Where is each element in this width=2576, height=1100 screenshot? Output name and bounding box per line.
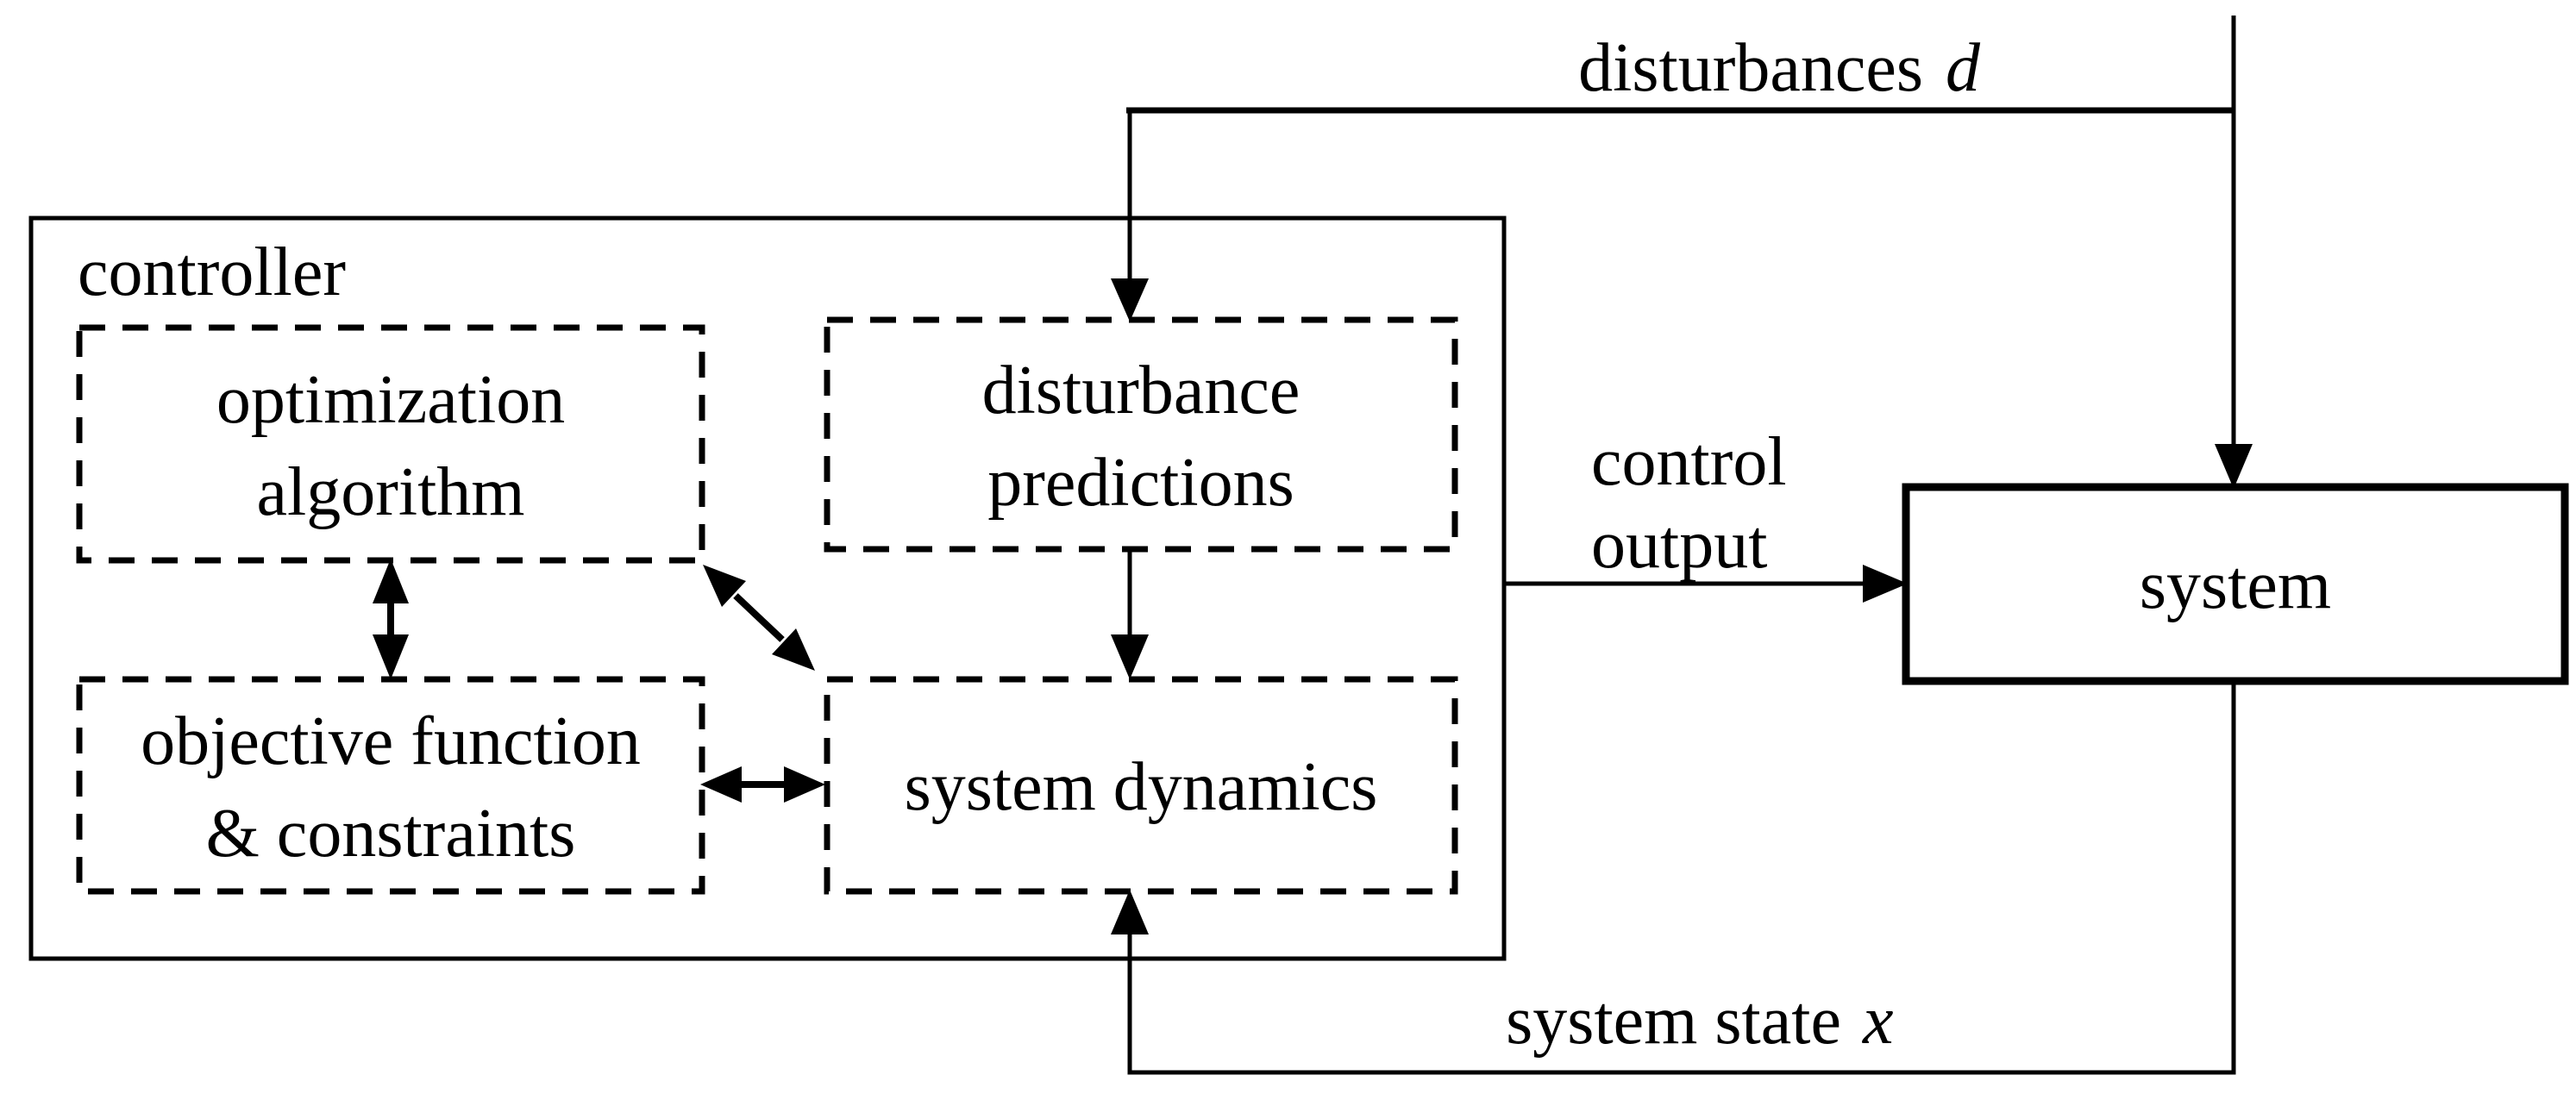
feedback-line [1127,681,2236,1075]
control-output-label: control output [1591,424,1787,583]
arrowhead-up-icon [373,559,409,603]
control-output-label-line1: control [1591,424,1787,500]
control-output-label-line2: output [1591,507,1767,583]
objective-function-label-line1: objective function [141,703,641,779]
control-output-arrow [1504,565,1908,603]
arrowhead-down-icon [373,634,409,679]
controller-label: controller [78,234,346,310]
system-dynamics-label: system dynamics [905,749,1378,825]
disturbances-variable: d [1946,30,1981,106]
disturbance-predictions-box [824,316,1458,553]
system-label: system [2140,547,2331,623]
controller-box [28,216,1507,961]
feedback-path [1111,681,2236,1075]
arrowhead-right-icon [784,766,825,803]
arrowhead-upleft-icon [703,565,746,607]
disturbance-into-system-arrow [2215,16,2253,489]
objective-function-label-line2: & constraints [206,796,576,872]
optimization-dynamics-double-arrow [703,565,815,671]
disturbance-predictions-label-line2: predictions [987,445,1294,521]
optimization-algorithm-label-line1: optimization [216,362,565,438]
arrowhead-left-icon [700,766,742,803]
objective-dynamics-double-arrow [700,766,825,803]
arrowhead-downright-icon [772,628,815,671]
system-dynamics-box [824,676,1458,895]
disturbance-predictions-label-line1: disturbance [982,353,1301,428]
arrowhead-right-icon [1863,565,1908,603]
arrowhead-down-icon [1111,278,1149,322]
optimization-algorithm-label-line2: algorithm [256,454,524,530]
optimization-objective-double-arrow [373,559,409,679]
disturbances-text: disturbances [1578,30,1923,106]
arrowhead-down-icon [1111,634,1149,679]
disturbance-into-predictions-arrow [1111,110,1149,322]
disturbances-label: disturbances d [1578,30,1981,106]
arrowhead-up-icon [1111,890,1149,934]
system-state-label: system state x [1506,983,1893,1059]
system-state-variable: x [1862,983,1894,1059]
predictions-to-dynamics-arrow [1111,549,1149,679]
arrowhead-down-icon [2215,444,2253,489]
system-state-text: system state [1506,983,1841,1059]
